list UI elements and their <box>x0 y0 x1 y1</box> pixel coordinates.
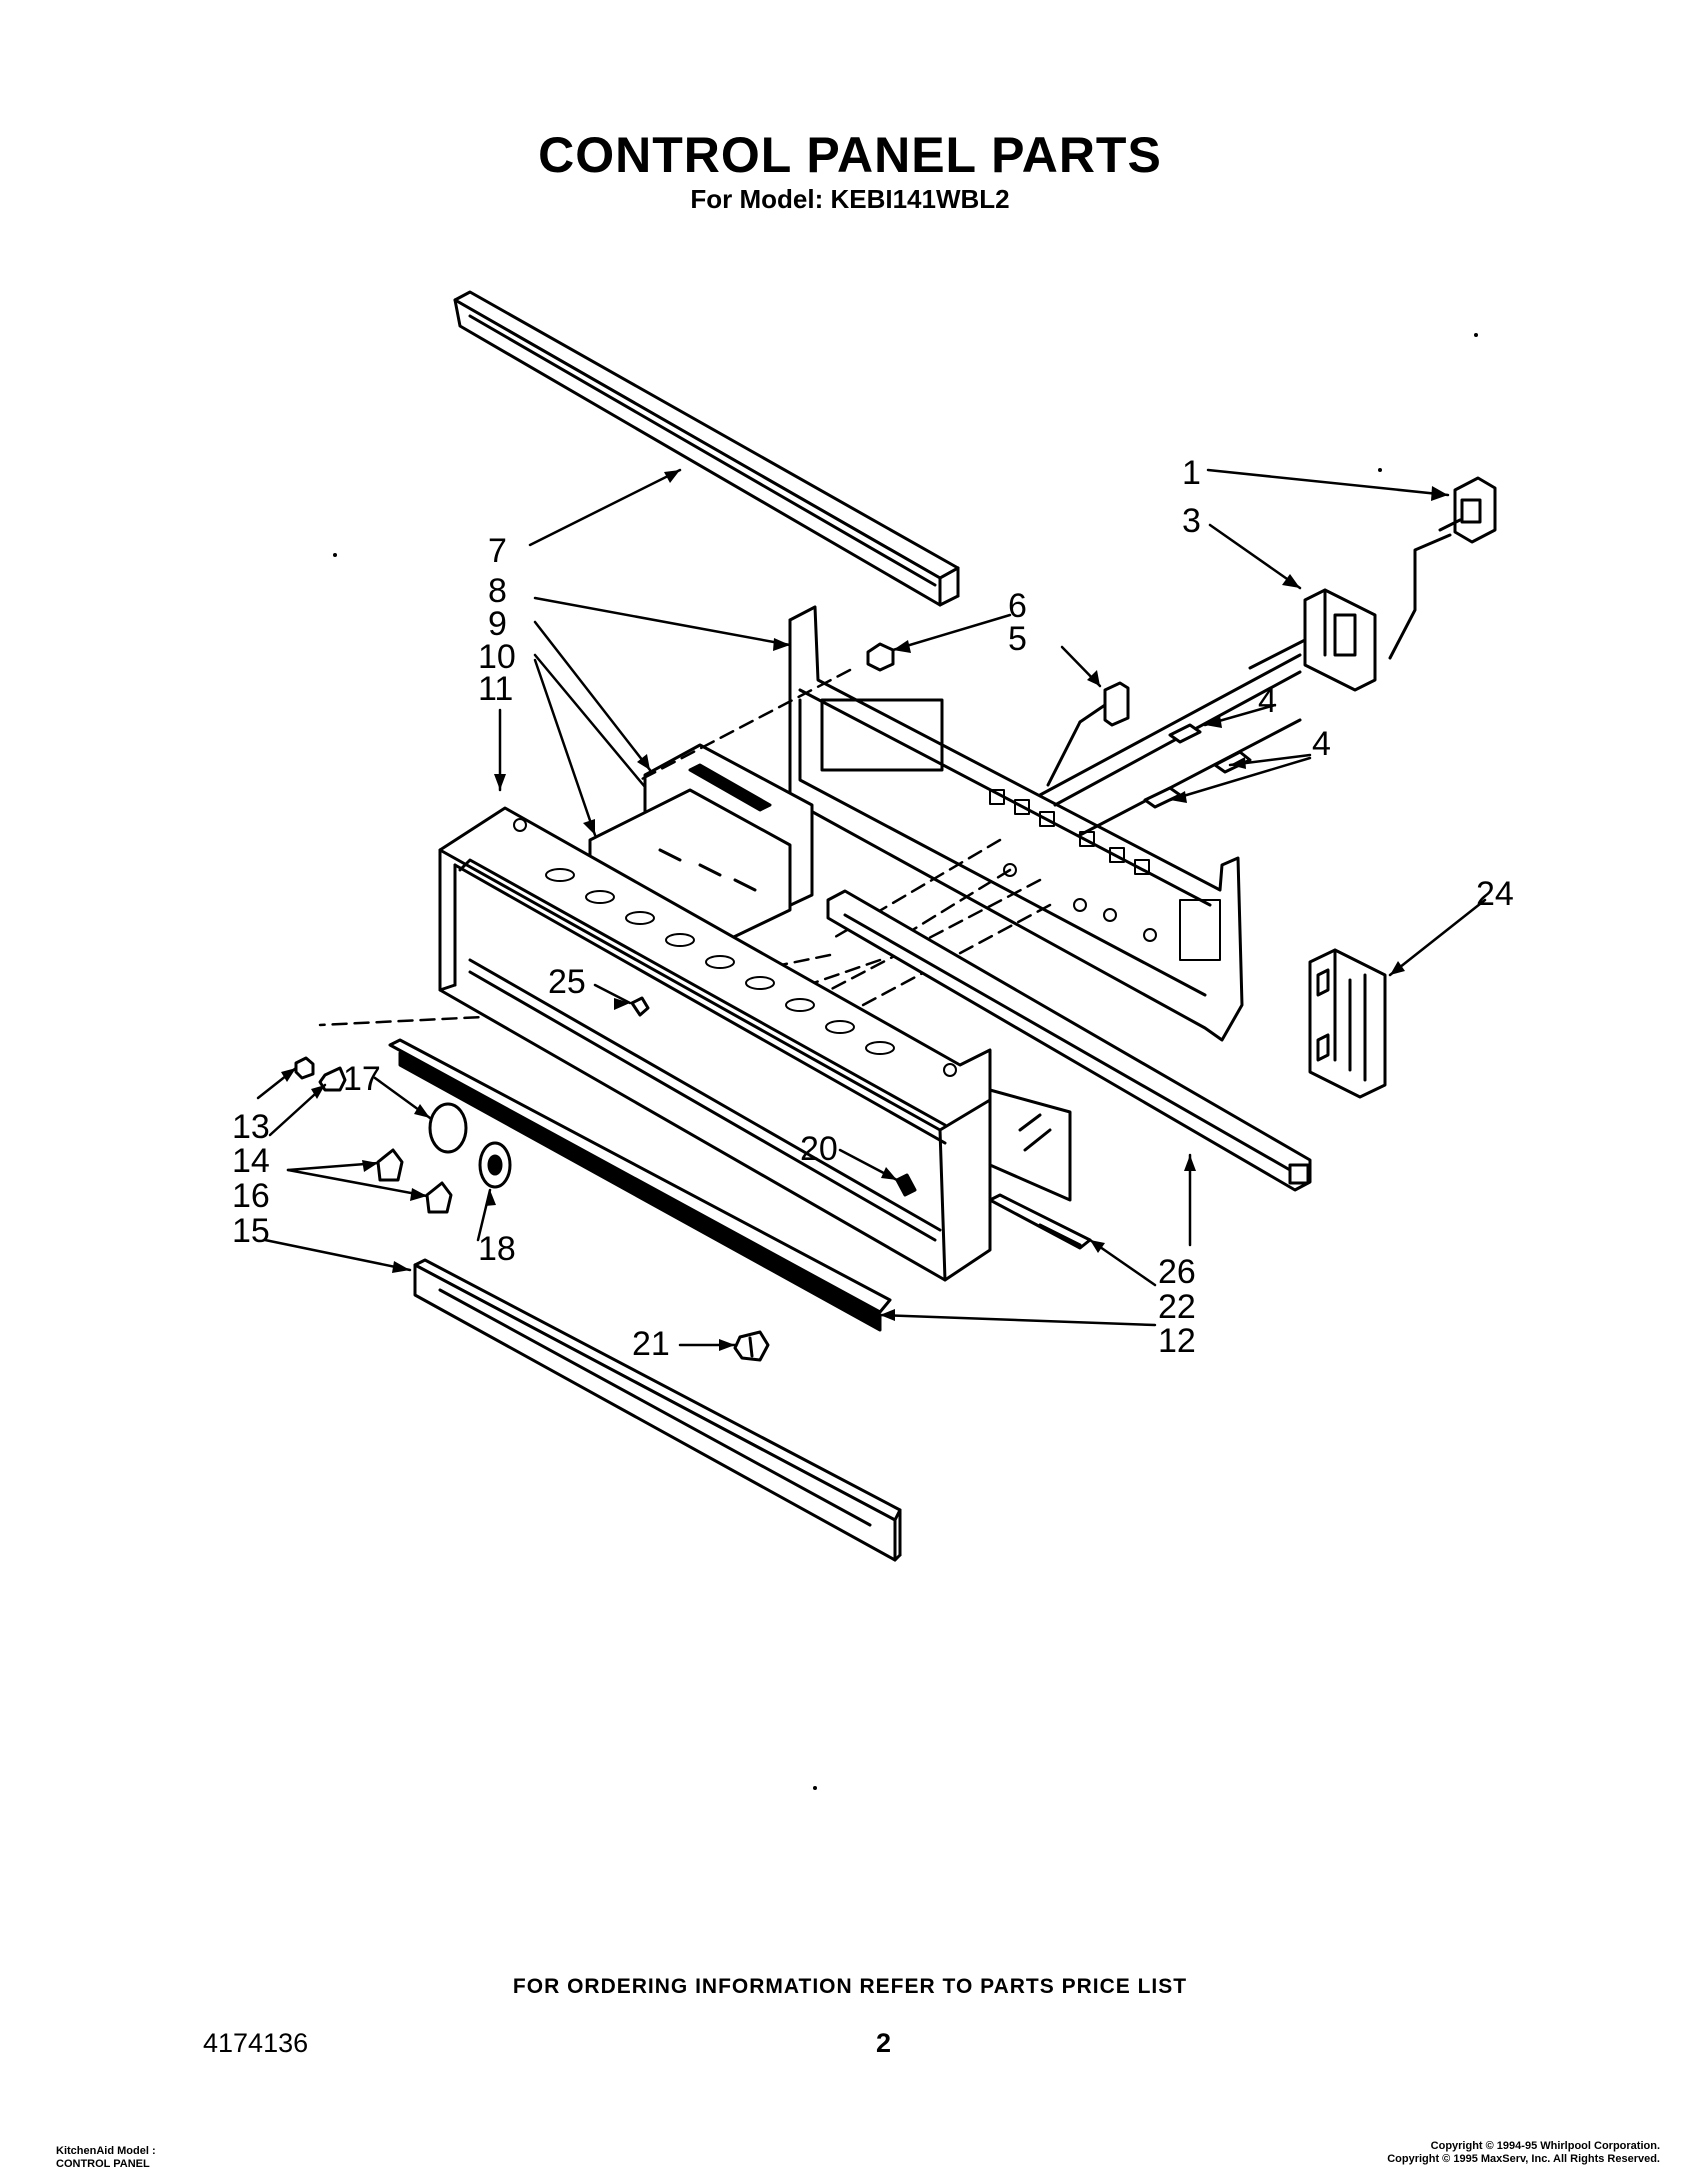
copyright-line-2: Copyright © 1995 MaxServ, Inc. All Right… <box>1387 2153 1660 2165</box>
callout-24: 24 <box>1476 875 1514 913</box>
electronic-control-board <box>588 743 814 960</box>
callout-16: 16 <box>232 1177 270 1215</box>
callout-10: 10 <box>478 638 516 676</box>
trim-strip-part-15 <box>413 1258 902 1562</box>
callout-7: 7 <box>488 532 507 570</box>
washer-part-17 <box>428 1102 468 1154</box>
ordering-information: FOR ORDERING INFORMATION REFER TO PARTS … <box>512 1975 1188 1998</box>
callout-numbers: 1 3 4 4 5 6 7 8 9 10 11 24 25 13 14 17 1… <box>232 454 1514 1363</box>
screw-part-13 <box>294 1056 315 1080</box>
callout-8: 8 <box>488 572 507 610</box>
callout-13: 13 <box>232 1108 270 1146</box>
top-trim-strip <box>453 290 960 607</box>
page-title: CONTROL PANEL PARTS <box>538 127 1162 183</box>
arrowheads <box>281 470 1448 1351</box>
shaft-assembly-part-4 <box>1038 653 1302 837</box>
callout-3: 3 <box>1182 502 1201 540</box>
clip-part-5 <box>1046 681 1130 787</box>
callout-17: 17 <box>343 1060 381 1098</box>
callout-4b: 4 <box>1312 725 1331 763</box>
support-rail-part-26 <box>826 889 1312 1192</box>
copyright-notice: Copyright © 1994-95 Whirlpool Corporatio… <box>1387 2140 1660 2166</box>
footer-left-line-1: KitchenAid Model : <box>56 2145 156 2157</box>
lower-rail-part-22 <box>988 1193 1092 1250</box>
document-number: 4174136 <box>203 2028 309 2058</box>
callout-5: 5 <box>1008 620 1027 658</box>
knob-part-16b <box>425 1181 453 1214</box>
callout-21: 21 <box>632 1325 670 1363</box>
clip-part-25 <box>630 996 650 1017</box>
side-bracket-part-24 <box>1308 948 1387 1099</box>
knob-part-16a <box>376 1148 404 1182</box>
callout-22: 22 <box>1158 1288 1196 1326</box>
bulb-part-21 <box>733 1330 770 1362</box>
switch-part-3 <box>1248 588 1377 692</box>
callout-18: 18 <box>478 1230 516 1268</box>
scan-specks <box>333 333 1478 1790</box>
copyright-line-1: Copyright © 1994-95 Whirlpool Corporatio… <box>1430 2140 1660 2152</box>
screw-part-14 <box>318 1066 347 1092</box>
footer-left-line-2: CONTROL PANEL <box>56 2158 150 2170</box>
callout-15: 15 <box>232 1212 270 1250</box>
terminal-block-part-1 <box>1388 476 1497 660</box>
page-number: 2 <box>876 2028 892 2058</box>
callout-1: 1 <box>1182 454 1201 492</box>
callout-9: 9 <box>488 605 507 643</box>
footer-model-note: KitchenAid Model : CONTROL PANEL <box>56 2145 156 2171</box>
light-part-20 <box>895 1173 917 1197</box>
callout-14: 14 <box>232 1142 270 1180</box>
callout-20: 20 <box>800 1130 838 1168</box>
callout-12: 12 <box>1158 1322 1196 1360</box>
callout-26: 26 <box>1158 1253 1196 1291</box>
nut-part-6 <box>866 642 895 672</box>
washer-part-18 <box>478 1141 512 1189</box>
control-panel-frame-part-11 <box>388 806 1072 1332</box>
callout-6: 6 <box>1008 587 1027 625</box>
mounting-bracket <box>788 605 1244 1042</box>
callout-11: 11 <box>478 670 513 708</box>
model-subtitle: For Model: KEBI141WBL2 <box>690 184 1010 214</box>
callout-4a: 4 <box>1258 682 1277 720</box>
callout-25: 25 <box>548 963 586 1001</box>
